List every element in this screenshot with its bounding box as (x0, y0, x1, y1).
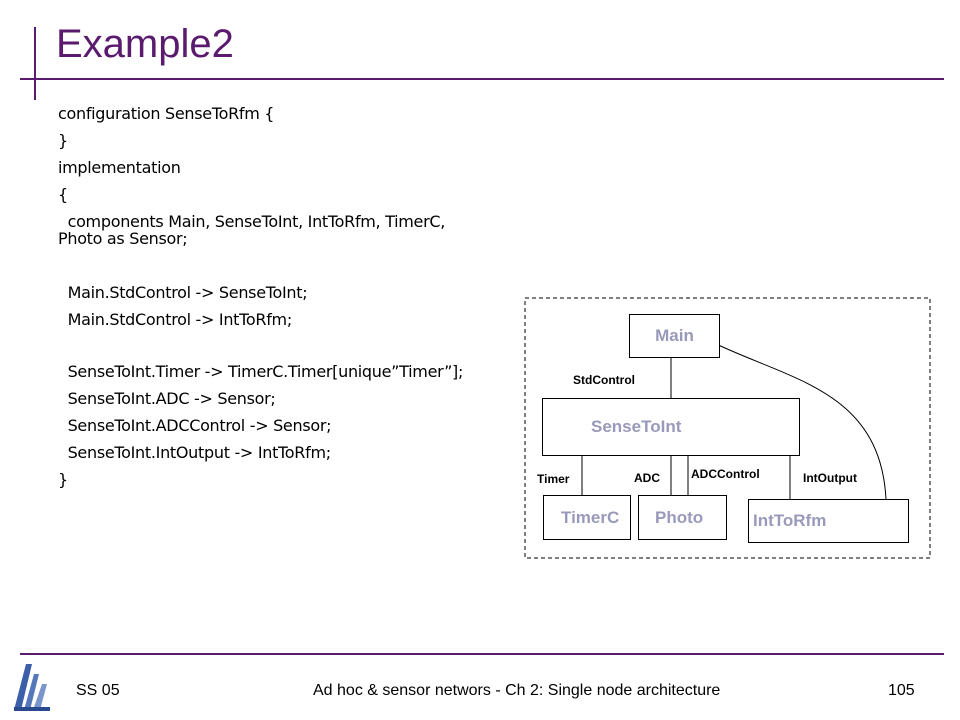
main-box: Main (629, 314, 720, 358)
code-line: SenseToInt.Timer -> TimerC.Timer[unique”… (58, 362, 464, 381)
page-number: 105 (888, 682, 915, 699)
code-line: SenseToInt.ADCControl -> Sensor; (58, 416, 332, 435)
edge-main-inttorfm (711, 341, 887, 500)
code-line: { (58, 185, 68, 204)
main-box-label: Main (655, 326, 694, 345)
code-line: Main.StdControl -> IntToRfm; (58, 310, 293, 329)
code-line: SenseToInt.ADC -> Sensor; (58, 389, 276, 408)
code-line: Photo as Sensor; (58, 229, 188, 248)
timerc-box-label: TimerC (561, 507, 620, 527)
edge-label-stdcontrol: StdControl (573, 373, 635, 387)
diagram-frame (524, 297, 931, 559)
code-line: components Main, SenseToInt, IntToRfm, T… (58, 212, 446, 231)
footer-left: SS 05 (76, 682, 120, 699)
edge-label-timer: Timer (537, 472, 570, 486)
photo-box-label: Photo (655, 507, 704, 527)
edge-label-intoutput: IntOutput (803, 471, 857, 485)
slide-title: Example2 (56, 22, 234, 66)
edge-label-adc: ADC (634, 471, 660, 485)
photo-box: Photo (638, 495, 727, 540)
code-line: implementation (58, 158, 181, 177)
code-line: SenseToInt.IntOutput -> IntToRfm; (58, 443, 332, 462)
inttorfm-box-label: IntToRfm (753, 511, 827, 530)
footer-center: Ad hoc & sensor networs - Ch 2: Single n… (313, 682, 721, 699)
sensetoint-box-label: SenseToInt (591, 417, 682, 436)
inttorfm-box: IntToRfm (748, 499, 909, 543)
timerc-box: TimerC (543, 495, 631, 540)
code-line: configuration SenseToRfm { (58, 104, 275, 123)
code-line: Main.StdControl -> SenseToInt; (58, 283, 308, 302)
sensetoint-box: SenseToInt (542, 398, 800, 456)
code-line: } (58, 470, 68, 489)
edge-label-adccontrol: ADCControl (691, 467, 760, 481)
university-logo (14, 664, 50, 711)
code-line: } (58, 131, 68, 150)
